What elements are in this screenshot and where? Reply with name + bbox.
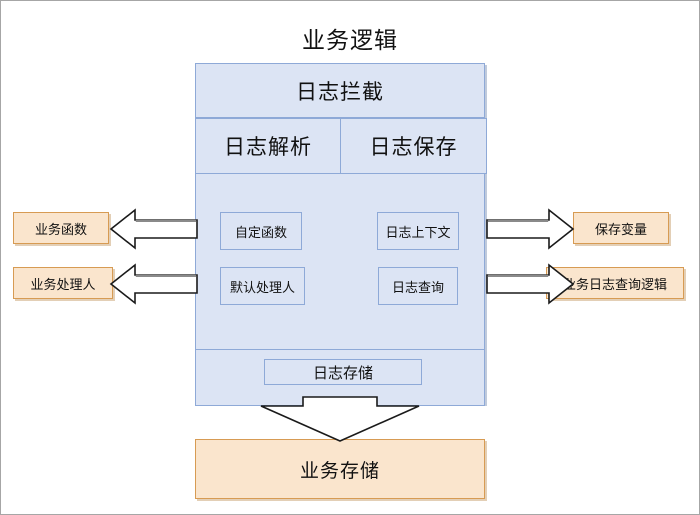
block-log-interception-label: 日志拦截 (296, 80, 384, 104)
node-log-storage: 日志存储 (264, 359, 422, 385)
node-save-variable: 保存变量 (573, 212, 669, 244)
block-components-area (195, 173, 485, 350)
node-custom-function: 自定函数 (220, 212, 302, 250)
block-log-save-label: 日志保存 (369, 136, 458, 159)
block-log-interception: 日志拦截 (195, 63, 485, 118)
arrow-down-log-storage-icon (259, 396, 421, 444)
node-default-handler: 默认处理人 (220, 267, 305, 305)
block-log-parse-label: 日志解析 (224, 136, 312, 159)
node-business-handler: 业务处理人 (13, 267, 113, 299)
block-log-save: 日志保存 (340, 118, 487, 174)
log-interception-container: 日志拦截 日志解析 日志保存 自定函数 日志上下文 默认处理人 日志查询 日志存… (195, 63, 487, 406)
arrow-left-custom-function-icon (109, 207, 199, 251)
arrow-left-default-handler-icon (109, 262, 199, 306)
node-business-function: 业务函数 (13, 212, 109, 244)
arrow-right-log-query-icon (479, 262, 575, 306)
block-parse-save-row: 日志解析 日志保存 (195, 118, 487, 174)
page-title: 业务逻辑 (302, 27, 398, 53)
node-business-storage: 业务存储 (195, 439, 485, 499)
node-log-query: 日志查询 (378, 267, 458, 305)
block-log-parse: 日志解析 (195, 118, 341, 174)
node-business-log-query-logic: 业务日志查询逻辑 (546, 267, 684, 299)
node-log-context: 日志上下文 (377, 212, 459, 250)
arrow-right-log-context-icon (479, 207, 575, 251)
